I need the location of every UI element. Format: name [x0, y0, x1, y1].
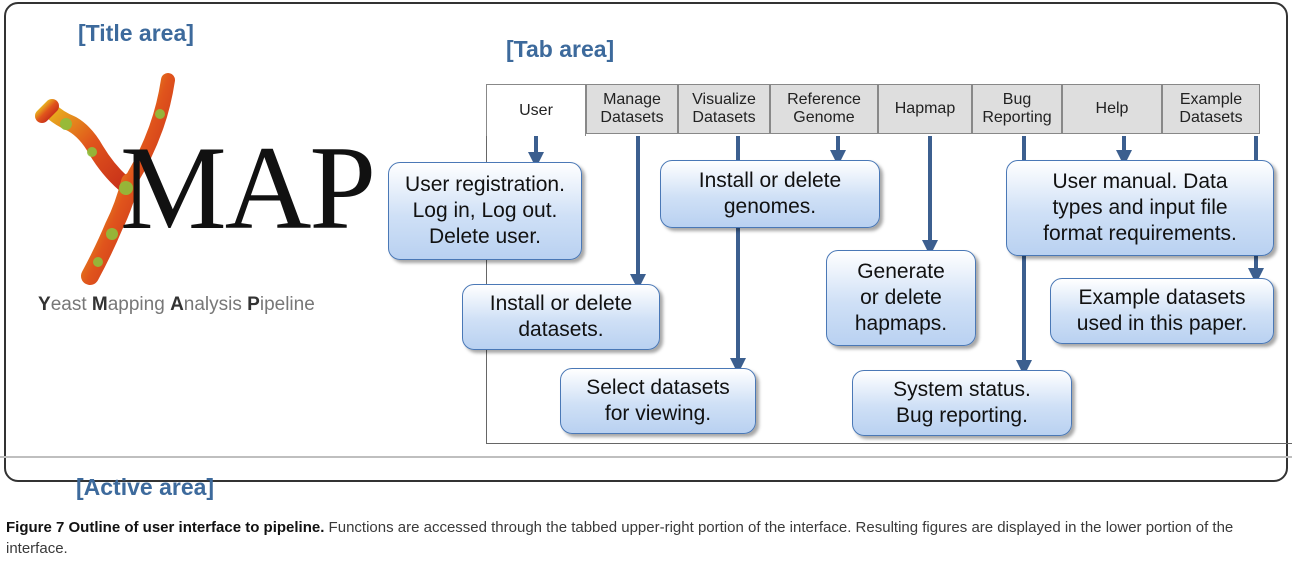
tab-user[interactable]: User	[486, 84, 586, 136]
logo-wordmark: MAP	[120, 121, 376, 254]
title-area-label: [Title area]	[78, 20, 194, 46]
tab-area-label: [Tab area]	[506, 36, 615, 62]
callout-reference-genome: Install or delete genomes.	[660, 160, 880, 228]
tab-visualize-datasets[interactable]: Visualize Datasets	[678, 84, 770, 134]
interface-frame	[486, 84, 1292, 444]
figure-caption: Figure 7 Outline of user interface to pi…	[6, 517, 1286, 559]
callout-bug-reporting: System status. Bug reporting.	[852, 370, 1072, 436]
caption-text: Functions are accessed through the tabbe…	[6, 519, 1234, 557]
tab-hapmap[interactable]: Hapmap	[878, 84, 972, 134]
callout-visualize-datasets: Select datasets for viewing.	[560, 368, 756, 434]
callout-manage-datasets: Install or delete datasets.	[462, 284, 660, 350]
tab-manage-datasets[interactable]: Manage Datasets	[586, 84, 678, 134]
callout-help: User manual. Data types and input file f…	[1006, 160, 1274, 256]
yeast-cell-icon	[35, 73, 175, 285]
tab-reference-genome[interactable]: Reference Genome	[770, 84, 878, 134]
tab-help[interactable]: Help	[1062, 84, 1162, 134]
tab-example-datasets[interactable]: Example Datasets	[1162, 84, 1260, 134]
active-area-label: [Active area]	[76, 474, 215, 500]
callout-hapmap: Generate or delete hapmaps.	[826, 250, 976, 346]
area-divider	[0, 456, 1292, 458]
callout-user: User registration. Log in, Log out. Dele…	[388, 162, 582, 260]
callout-example-datasets: Example datasets used in this paper.	[1050, 278, 1274, 344]
tab-bug-reporting[interactable]: Bug Reporting	[972, 84, 1062, 134]
caption-title: Figure 7 Outline of user interface to pi…	[6, 519, 325, 536]
ymap-logo: MAP Yeast Mapping Analysis Pipeline	[28, 66, 376, 336]
logo-subtitle: Yeast Mapping Analysis Pipeline	[38, 294, 315, 315]
